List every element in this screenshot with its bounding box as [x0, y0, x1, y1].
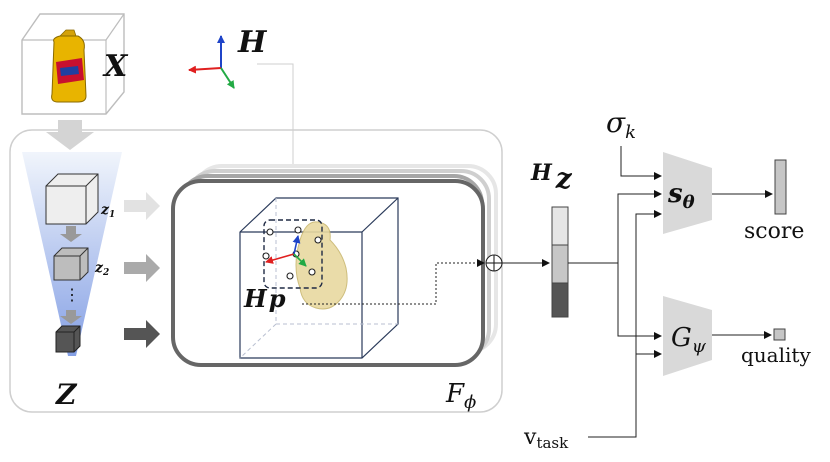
score-output-bar — [774, 159, 787, 215]
pose-label: H — [237, 25, 268, 60]
sigma-label: σk — [606, 106, 636, 143]
latent-cube-3 — [55, 325, 81, 353]
feature-to-score — [617, 190, 662, 263]
f-phi-label: Fϕ — [445, 379, 476, 413]
latent-ellipsis: ⋮ — [64, 285, 80, 304]
level-arrow-1 — [124, 192, 160, 220]
coordinate-axes-icon — [188, 35, 235, 89]
latent-cube-2 — [53, 247, 89, 281]
z2-label: z2 — [94, 260, 109, 278]
quality-network — [663, 296, 712, 376]
quality-network-label: Gψ — [671, 323, 707, 357]
level-arrow-3 — [124, 320, 160, 348]
down-arrow-small-2 — [60, 310, 82, 324]
score-network-label: sθ — [667, 179, 695, 213]
level-arrow-2 — [124, 254, 160, 282]
z1-label: z1 — [100, 202, 115, 220]
feature-to-quality — [617, 263, 662, 340]
grasp-points — [262, 226, 322, 280]
pose-connector — [257, 63, 294, 168]
input-label: X — [102, 49, 129, 84]
down-arrow — [46, 120, 94, 150]
down-arrow-small-1 — [60, 226, 82, 242]
grasp-axes-icon — [265, 235, 307, 267]
feature-vector — [551, 206, 569, 318]
latent-cube-1 — [45, 173, 99, 225]
combine-node — [485, 254, 503, 272]
quality-output-box — [773, 328, 786, 341]
hp-label: Hp — [243, 284, 286, 313]
task-input-line — [588, 210, 662, 438]
query-volume — [239, 197, 399, 359]
mustard-bottle-icon — [51, 29, 87, 103]
score-label: score — [744, 219, 804, 244]
input-cube — [21, 13, 125, 115]
encoder-panel — [9, 129, 503, 413]
quality-label: quality — [741, 343, 811, 367]
latent-label: Z — [55, 378, 78, 411]
sigma-connector — [620, 146, 662, 180]
score-network — [663, 152, 712, 234]
task-label: vtask — [523, 425, 569, 452]
